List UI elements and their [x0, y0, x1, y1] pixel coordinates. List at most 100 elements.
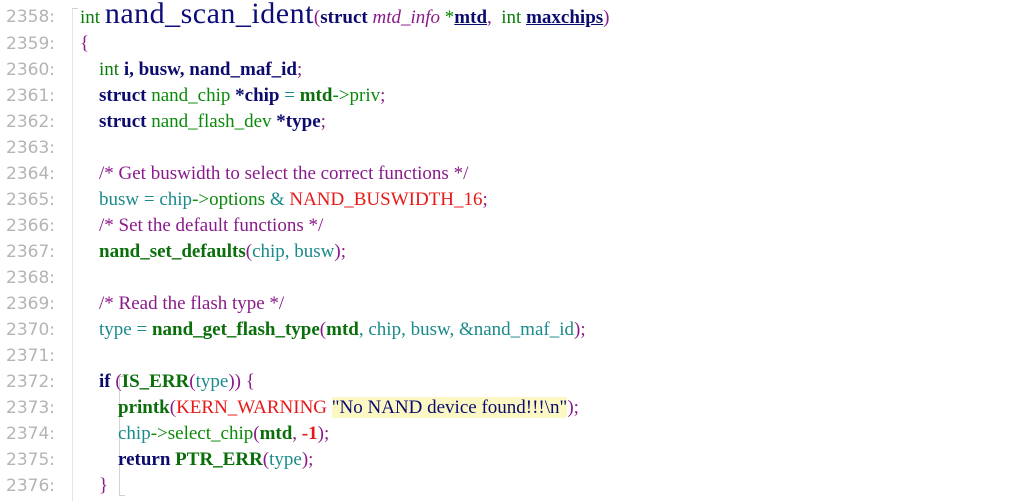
token-op: *: [444, 7, 455, 28]
token-punc: (: [189, 371, 196, 392]
line-number: 2363:: [6, 138, 55, 158]
token-punc: ;: [320, 111, 326, 132]
token-comment: /* Get buswidth to select the correct fu…: [99, 163, 469, 184]
line-number: 2369:: [6, 294, 55, 314]
token-function-call: printk: [118, 397, 170, 418]
line-number: 2359:: [6, 34, 55, 54]
line-number: 2360:: [6, 60, 55, 80]
token-op: ->: [192, 189, 210, 210]
code-text: int i, busw, nand_maf_id;: [80, 57, 302, 83]
token-var: mtd: [326, 319, 359, 340]
token-number: -1: [301, 423, 318, 444]
token-keyword: int: [99, 59, 120, 80]
token-var: busw: [99, 189, 140, 210]
line-number: 2370:: [6, 320, 55, 340]
token-brace: {: [240, 371, 255, 392]
token-type: nand_flash_dev: [151, 111, 272, 132]
line-number: 2372:: [6, 372, 55, 392]
token-punc: ,: [487, 7, 492, 28]
token-op: &: [265, 189, 290, 210]
token-punc: ;: [340, 241, 347, 262]
token-punc: ): [567, 397, 574, 418]
token-punc: (: [169, 397, 177, 418]
token-op: ->: [150, 423, 168, 444]
token-type: mtd_info: [372, 7, 441, 28]
code-text: if (IS_ERR(type)) {: [80, 369, 255, 395]
token-keyword: if: [99, 371, 111, 392]
token-var: mtd: [259, 423, 293, 444]
token-keyword: int: [501, 7, 522, 28]
token-type: nand_chip: [151, 85, 231, 106]
token-punc: ,: [292, 423, 302, 444]
token-punc: (: [319, 319, 327, 340]
code-text: {: [80, 31, 89, 57]
fold-guide: [72, 8, 73, 501]
line-number: 2362:: [6, 112, 55, 132]
token-function-call: PTR_ERR: [175, 449, 263, 470]
code-line: 2375: return PTR_ERR(type);: [0, 447, 1034, 473]
code-line: 2363:: [0, 135, 1034, 161]
line-number: 2365:: [6, 190, 55, 210]
token-punc: ;: [482, 189, 488, 210]
code-text: printk(KERN_WARNING "No NAND device foun…: [80, 395, 579, 421]
code-line: 2371:: [0, 343, 1034, 369]
line-number: 2366:: [6, 216, 55, 236]
code-line: 2374: chip->select_chip(mtd, -1);: [0, 421, 1034, 447]
code-text: type = nand_get_flash_type(mtd, chip, bu…: [80, 317, 586, 343]
token-comment: /* Read the flash type */: [99, 293, 285, 314]
code-line: 2361: struct nand_chip *chip = mtd->priv…: [0, 83, 1034, 109]
token-brace: {: [80, 33, 90, 54]
code-line: 2364: /* Get buswidth to select the corr…: [0, 161, 1034, 187]
line-number: 2358:: [6, 7, 55, 27]
token-comment: /* Set the default functions */: [99, 215, 324, 236]
token-punc: (: [253, 423, 260, 444]
token-brace: }: [99, 475, 109, 496]
token-macro: KERN_WARNING: [176, 397, 328, 418]
code-text: struct nand_chip *chip = mtd->priv;: [80, 83, 385, 109]
token-keyword: struct: [320, 7, 368, 28]
code-text: /* Read the flash type */: [80, 291, 284, 317]
block-fold-end: [119, 495, 125, 496]
token-punc: ;: [573, 397, 579, 418]
token-var: type: [195, 371, 229, 392]
line-number: 2361:: [6, 86, 55, 106]
token-punc: ;: [380, 85, 386, 106]
token-var: i, busw, nand_maf_id: [123, 59, 297, 80]
token-punc: ): [334, 241, 341, 262]
token-keyword: int: [80, 7, 101, 28]
code-text: /* Set the default functions */: [80, 213, 323, 239]
token-string: "No NAND device found!!!\n": [331, 397, 568, 418]
block-fold-marker[interactable]: [119, 376, 125, 377]
token-function-call: nand_get_flash_type: [151, 319, 320, 340]
token-member: select_chip: [167, 423, 254, 444]
code-text: chip->select_chip(mtd, -1);: [80, 421, 329, 447]
token-var: type: [269, 449, 302, 470]
token-punc: ): [603, 7, 610, 28]
token-member: priv: [349, 85, 381, 106]
code-line: 2370: type = nand_get_flash_type(mtd, ch…: [0, 317, 1034, 343]
code-text: return PTR_ERR(type);: [80, 447, 313, 473]
token-punc: (: [262, 449, 270, 470]
token-function-call: nand_set_defaults: [99, 241, 246, 262]
token-op: ->: [332, 85, 350, 106]
line-number: 2364:: [6, 164, 55, 184]
code-text: nand_set_defaults(chip, busw);: [80, 239, 346, 265]
token-member: options: [209, 189, 266, 210]
code-line: 2358: int nand_scan_ident(struct mtd_inf…: [0, 0, 1034, 30]
token-var: chip: [118, 423, 151, 444]
param-name: maxchips: [526, 7, 604, 28]
token-args: chip, busw: [252, 241, 335, 262]
fold-marker[interactable]: [72, 8, 78, 9]
token-var: mtd: [299, 85, 333, 106]
token-punc: ;: [323, 423, 330, 444]
code-text: /* Get buswidth to select the correct fu…: [80, 161, 468, 187]
block-guide: [119, 376, 120, 496]
token-punc: ;: [580, 319, 586, 340]
code-text: busw = chip->options & NAND_BUSWIDTH_16;: [80, 187, 488, 213]
token-punc: ;: [308, 449, 314, 470]
token-op: =: [139, 189, 160, 210]
token-function-call: IS_ERR: [121, 371, 190, 392]
token-punc: ;: [297, 59, 303, 80]
token-var: type: [99, 319, 132, 340]
